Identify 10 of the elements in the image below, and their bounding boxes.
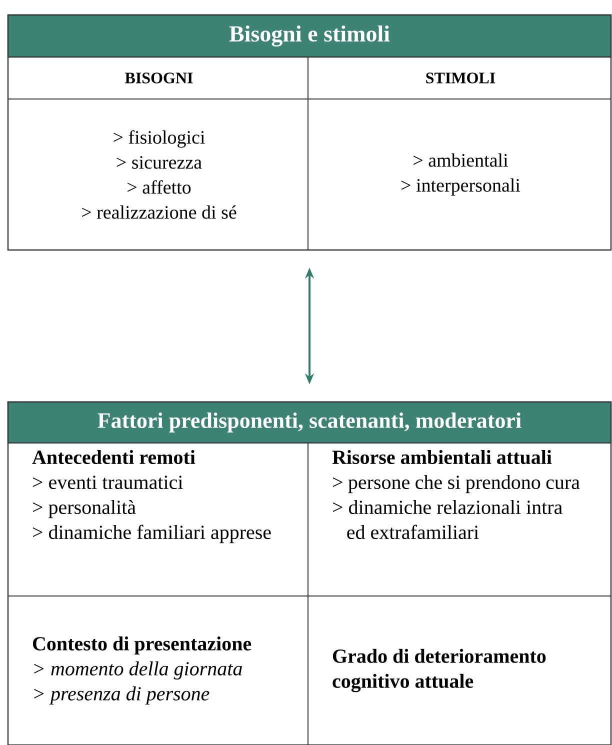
table-header: Bisogni e stimoli bbox=[7, 14, 612, 58]
table-cell: > fisiologici > sicurezza > affetto > realizzazione di sé bbox=[8, 98, 308, 250]
table-cell: BISOGNI bbox=[8, 56, 308, 100]
table-header: Fattori predisponenti, scatenanti, moderatori bbox=[7, 401, 612, 444]
table-cell: STIMOLI bbox=[308, 56, 612, 100]
table-cell: > ambientali > interpersonali bbox=[308, 98, 612, 250]
table-cell: Antecedenti remoti > eventi traumatici > personalità > dinamiche familiari apprese bbox=[8, 442, 308, 596]
table-cell: Grado di deterioramento cognitivo attuale bbox=[308, 596, 612, 745]
table-cell: Risorse ambientali attuali > persone che si prendono cura > dinamiche relazionali intra ed extrafamiliari bbox=[308, 442, 612, 596]
table-cell: Contesto di presentazione > momento della giornata > presenza di persone bbox=[8, 596, 308, 745]
